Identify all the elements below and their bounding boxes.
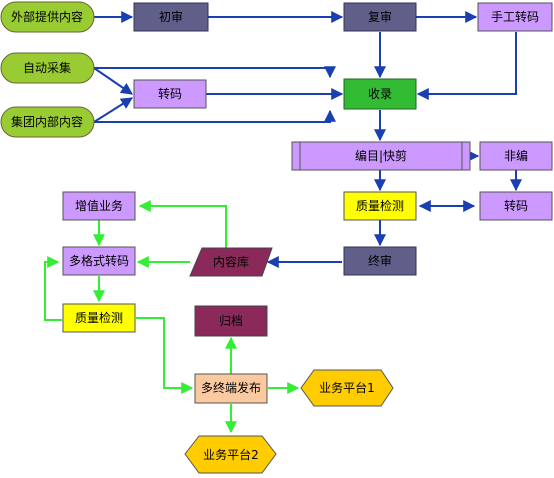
node-platform-2-label: 业务平台2	[203, 447, 259, 462]
node-platform-2: 业务平台2	[184, 435, 277, 474]
node-quality-check-2: 质量检测	[62, 303, 136, 333]
node-edit: 编目|快剪	[291, 141, 471, 171]
arrow-auto-top	[94, 66, 336, 79]
node-manual-transcode-label: 手工转码	[491, 9, 539, 24]
node-first-review-label: 初审	[159, 9, 183, 24]
node-quality-check-2-label: 质量检测	[75, 310, 123, 325]
arrow-quality-to-publish	[136, 317, 194, 394]
node-final-review: 终审	[343, 246, 417, 276]
node-second-review-label: 复审	[368, 9, 392, 24]
node-external-label: 外部提供内容	[11, 9, 83, 24]
node-non-edit: 非编	[479, 141, 553, 171]
node-external: 外部提供内容	[0, 1, 95, 33]
node-ingest-label: 收录	[368, 87, 392, 101]
node-final-review-label: 终审	[368, 253, 392, 268]
node-archive-label: 归档	[219, 314, 243, 328]
node-platform-1-label: 业务平台1	[319, 380, 375, 395]
arrow-auto-to-transcode	[93, 67, 133, 95]
node-multi-terminal: 多终端发布	[194, 373, 268, 404]
node-first-review: 初审	[133, 2, 209, 32]
node-ingest: 收录	[343, 78, 417, 110]
node-transcode-2-label: 转码	[504, 198, 528, 213]
node-edit-label: 编目|快剪	[355, 148, 407, 163]
node-value-added: 增值业务	[62, 191, 136, 221]
blue-connectors	[93, 11, 522, 268]
node-content-library: 内容库	[189, 247, 273, 277]
arrow-group-to-transcode	[93, 97, 134, 123]
node-content-library-label: 内容库	[213, 254, 249, 269]
node-value-added-label: 增值业务	[75, 198, 123, 213]
node-platform-1: 业务平台1	[300, 369, 394, 407]
arrow-quality-loop-back	[44, 256, 62, 321]
node-group-internal-label: 集团内部内容	[11, 114, 83, 129]
node-auto-collect-label: 自动采集	[23, 60, 71, 75]
node-non-edit-label: 非编	[504, 148, 528, 163]
node-manual-transcode: 手工转码	[477, 2, 553, 32]
node-second-review: 复审	[343, 2, 417, 32]
arrow-manual-to-ingest	[416, 32, 517, 100]
arrow-library-to-valueadded	[138, 200, 227, 248]
arrow-group-bottom	[94, 109, 336, 123]
node-group-internal: 集团内部内容	[0, 106, 95, 138]
node-quality-check-1: 质量检测	[343, 191, 417, 221]
node-transcode-1: 转码	[133, 79, 207, 109]
node-transcode-2: 转码	[479, 191, 553, 221]
node-transcode-1-label: 转码	[158, 86, 182, 101]
node-multi-format-label: 多格式转码	[69, 253, 129, 268]
node-multi-format: 多格式转码	[62, 246, 136, 276]
node-auto-collect: 自动采集	[0, 52, 95, 84]
node-archive: 归档	[194, 305, 268, 337]
green-connectors	[44, 200, 300, 434]
node-multi-terminal-label: 多终端发布	[201, 380, 261, 395]
node-quality-check-1-label: 质量检测	[356, 198, 404, 213]
